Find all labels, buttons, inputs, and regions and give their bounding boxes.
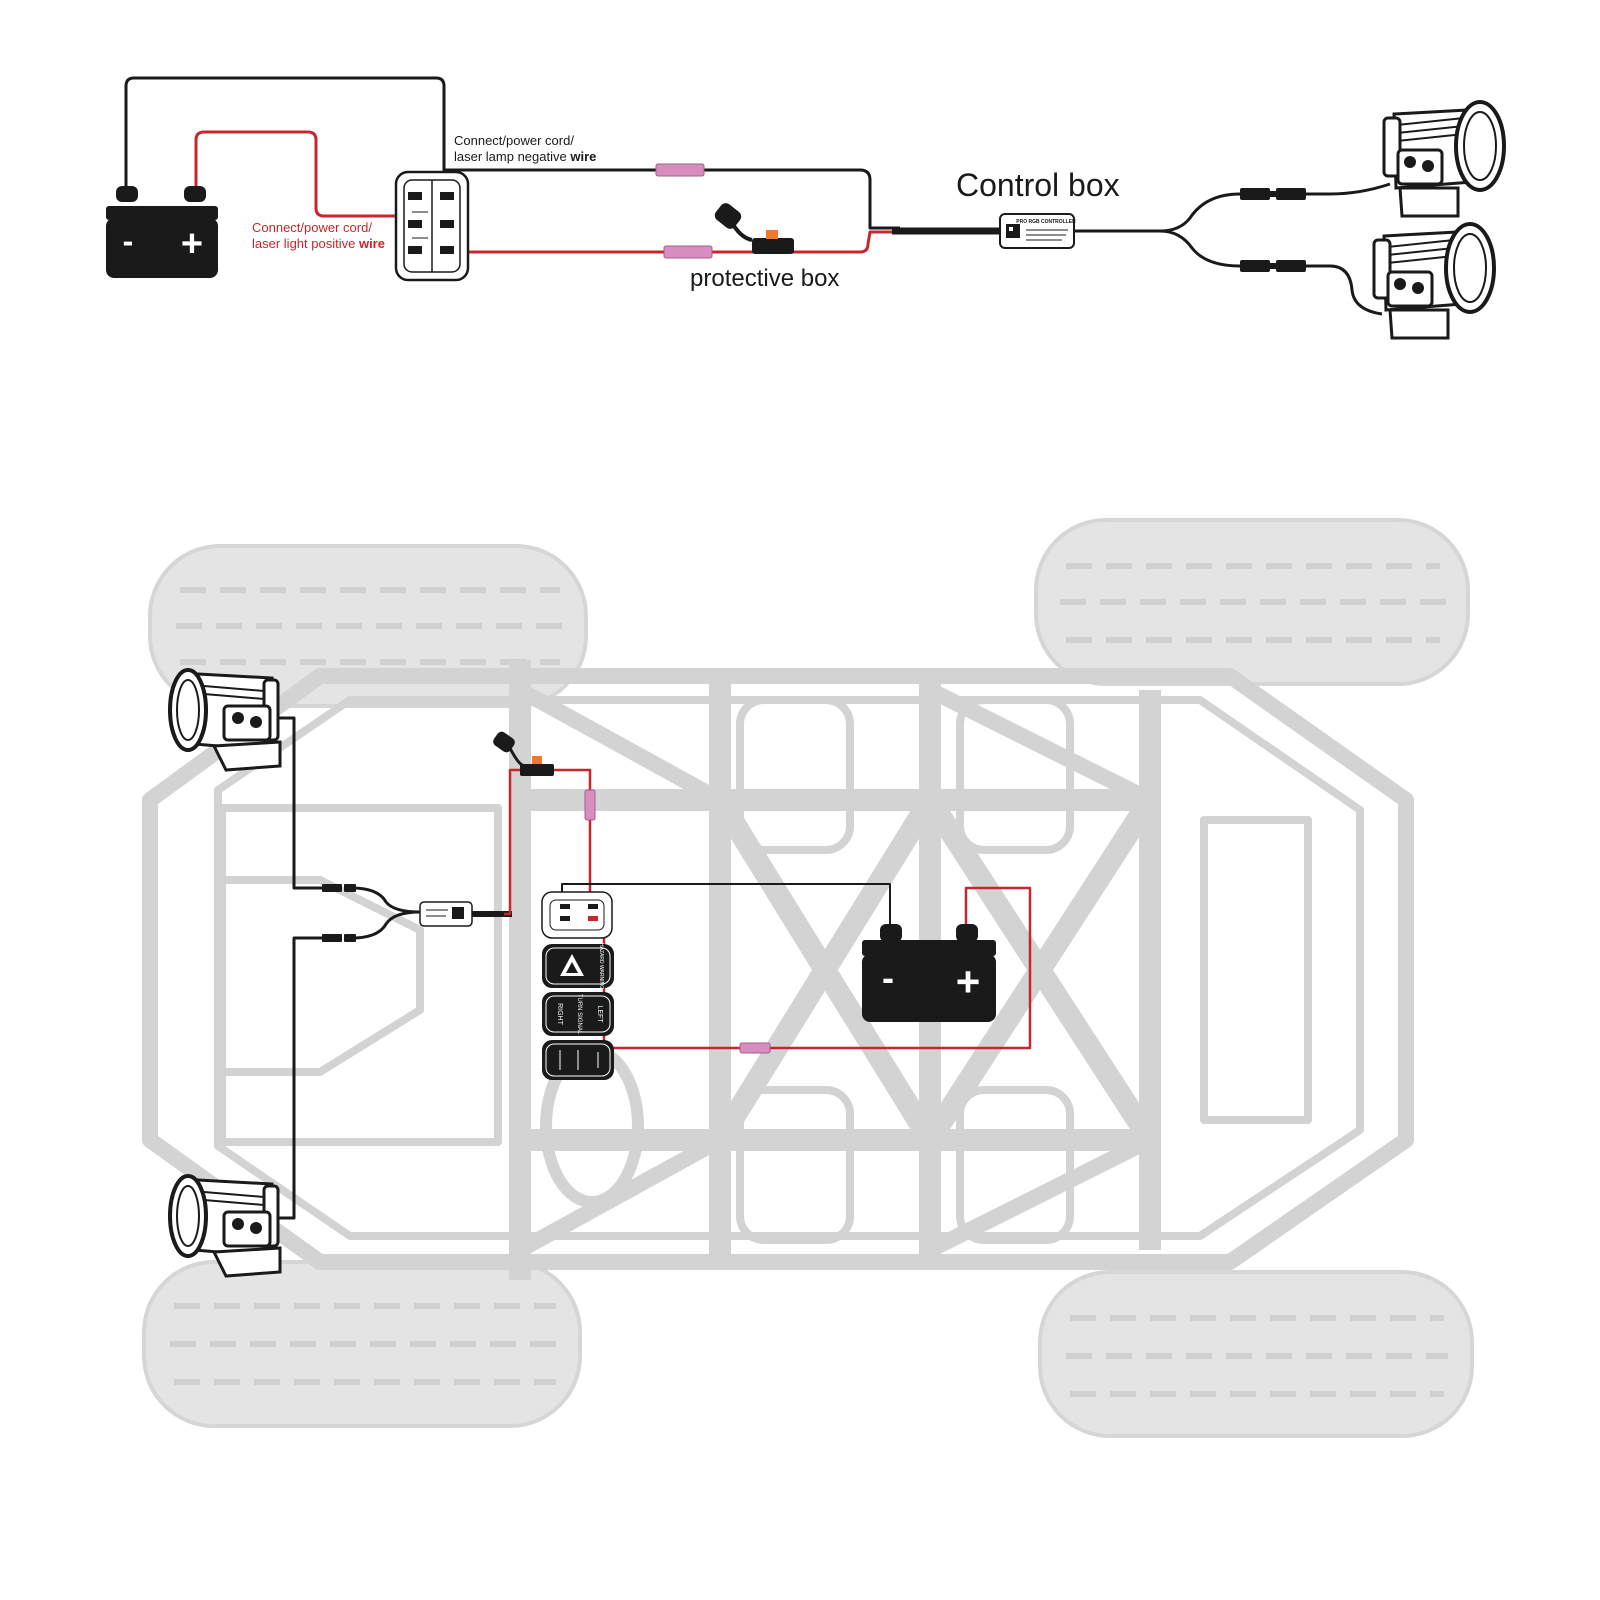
battery-icon: - + bbox=[106, 186, 218, 278]
negative-connector-sleeve bbox=[655, 163, 705, 177]
bottom-rocker-switch-icon bbox=[541, 891, 613, 939]
control-box-icon: PRO RGB CONTROLLER bbox=[999, 213, 1076, 249]
negative-wire-label-line2: laser lamp negative wire bbox=[454, 149, 596, 164]
negative-wire-label-line1: Connect/power cord/ bbox=[454, 133, 574, 148]
positive-wire-label-line1: Connect/power cord/ bbox=[252, 220, 372, 235]
wheel-front-left bbox=[148, 544, 588, 708]
battery-minus-sign: - bbox=[123, 223, 134, 259]
battery-positive-wire bbox=[194, 130, 418, 218]
bottom-control-box-icon bbox=[419, 901, 473, 927]
output-connector-upper bbox=[1240, 188, 1306, 200]
hazard-switch-icon[interactable]: HAZARD WARNING bbox=[542, 943, 614, 989]
roll-cage bbox=[509, 660, 1161, 1280]
output-harness-wire-2 bbox=[1159, 229, 1383, 316]
bottom-battery-sleeve bbox=[739, 1042, 771, 1054]
fuse-label: protective box bbox=[690, 265, 839, 292]
seat-right bbox=[736, 1086, 854, 1244]
bottom-battery-minus: - bbox=[882, 957, 894, 998]
bottom-laser-lamp-lower-icon bbox=[168, 1174, 282, 1278]
turn-signal-left-label: LEFT bbox=[596, 1005, 603, 1023]
lamp-lower-feed bbox=[272, 936, 334, 1220]
switch-positive-out-wire bbox=[440, 230, 900, 254]
utv-vehicle-icon bbox=[142, 518, 1474, 1438]
bottom-connector-lower bbox=[322, 934, 356, 942]
turn-signal-right-label: RIGHT bbox=[556, 1003, 563, 1026]
bottom-vehicle-diagram: HAZARD WARNING RIGHT TURN SIGNAL LEFT - … bbox=[142, 518, 1474, 1438]
positive-wire-label-line2: laser light positive wire bbox=[252, 236, 385, 251]
battery-plus-sign: + bbox=[181, 223, 203, 265]
wheel-rear-right bbox=[1038, 1270, 1474, 1438]
bottom-battery-plus: + bbox=[956, 958, 981, 1005]
output-connector-lower bbox=[1240, 260, 1306, 272]
cargo-bed bbox=[1200, 816, 1312, 1124]
harness-split bbox=[351, 886, 421, 940]
battery-negative-wire bbox=[124, 76, 446, 196]
fuse-holder-icon bbox=[714, 203, 794, 254]
laser-lamp-lower-icon bbox=[1372, 222, 1496, 340]
fuse-positive-wire bbox=[504, 768, 592, 916]
hood-area bbox=[218, 804, 502, 1146]
turn-signal-switch-icon[interactable]: RIGHT TURN SIGNAL LEFT bbox=[542, 992, 614, 1036]
top-wiring-diagram: - + Connect/power cord/ laser lamp negat… bbox=[106, 76, 1506, 340]
turn-signal-turn-label: TURN SIGNAL bbox=[576, 994, 582, 1035]
bottom-fuse-sleeve bbox=[584, 789, 596, 821]
bottom-connector-upper bbox=[322, 884, 356, 892]
hazard-switch-label: HAZARD WARNING bbox=[598, 943, 604, 989]
control-box-label: Control box bbox=[956, 167, 1120, 203]
wheel-rear-left bbox=[1034, 518, 1470, 686]
wheel-front-right bbox=[142, 1260, 582, 1428]
positive-connector-sleeve bbox=[663, 245, 713, 259]
seat-left bbox=[736, 696, 854, 854]
rocker-switch-icon bbox=[394, 170, 470, 282]
controller-model-text: PRO RGB CONTROLLER bbox=[1016, 219, 1076, 225]
switch-negative-out-wire bbox=[444, 168, 900, 230]
bottom-fuse-holder-icon bbox=[493, 731, 554, 776]
bottom-battery-icon: - + bbox=[862, 924, 996, 1022]
chassis-outline bbox=[142, 668, 1414, 1270]
lamp-upper-feed bbox=[272, 716, 334, 890]
top-wires bbox=[124, 76, 1391, 316]
output-harness-wire bbox=[1074, 182, 1391, 233]
laser-switch-icon[interactable] bbox=[542, 1040, 614, 1080]
switch-battery-negative bbox=[561, 883, 891, 930]
laser-lamp-upper-icon bbox=[1382, 100, 1506, 218]
bottom-laser-lamp-upper-icon bbox=[168, 668, 282, 772]
